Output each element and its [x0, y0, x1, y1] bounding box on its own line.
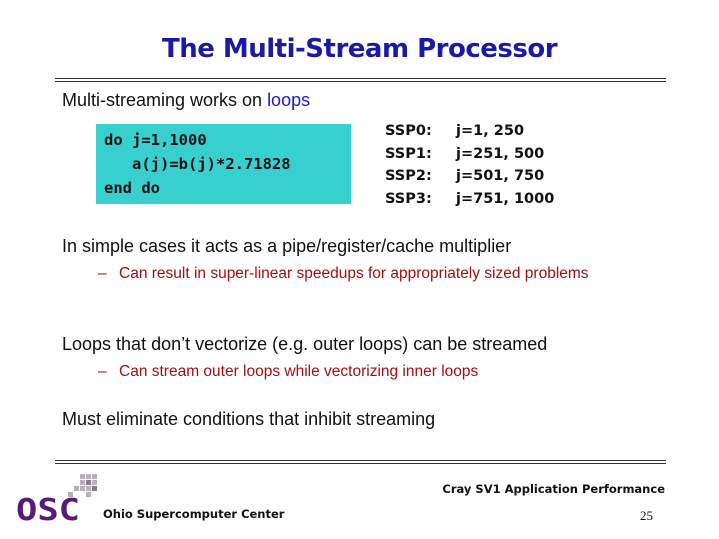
header-rule-1	[55, 78, 666, 79]
ssp-row: SSP1: j=251, 500	[385, 143, 554, 166]
slide-title: The Multi-Stream Processor	[161, 34, 558, 64]
osc-logo-text: OSC	[16, 493, 80, 526]
ssp-table: SSP0: j=1, 250 SSP1: j=251, 500 SSP2: j=501…	[385, 120, 554, 210]
bullet-highlight-loops: loops	[267, 90, 311, 110]
page-number: 25	[640, 508, 653, 523]
organization-name: Ohio Supercomputer Center	[103, 507, 285, 521]
subbullet-text: Can result in super-linear speedups for …	[119, 265, 589, 282]
footer-rule-2	[55, 463, 666, 464]
ssp-label: SSP2:	[385, 168, 432, 184]
subbullet-superlinear: – Can result in super-linear speedups fo…	[98, 263, 599, 285]
subbullet-outer-inner: – Can stream outer loops while vectorizi…	[98, 361, 599, 383]
ssp-range: j=501, 750	[456, 168, 545, 184]
osc-logo: OSC	[14, 470, 104, 531]
bullet-outer-loops: Loops that don’t vectorize (e.g. outer l…	[62, 334, 548, 354]
code-line: end do	[104, 179, 160, 197]
dash-marker: –	[98, 363, 107, 380]
ssp-label: SSP1:	[385, 145, 432, 162]
presentation-title: Cray SV1 Application Performance	[442, 482, 665, 496]
code-line: do j=1,1000	[104, 131, 207, 149]
ssp-row: SSP0: j=1, 250	[385, 120, 554, 143]
bullet-text: Multi-streaming works on	[62, 90, 268, 110]
ssp-row: SSP2: j=501, 750	[385, 165, 554, 188]
subbullet-text: Can stream outer loops while vectorizing…	[119, 363, 479, 380]
code-line: a(j)=b(j)*2.71828	[104, 155, 291, 173]
bullet-multistreaming: Multi-streaming works on loops	[62, 90, 310, 111]
ssp-range: j=1, 250	[456, 123, 525, 139]
header-rule-2	[55, 81, 666, 82]
ssp-row: SSP3: j=751, 1000	[385, 188, 554, 211]
bullet-pipe-multiplier: In simple cases it acts as a pipe/regist…	[62, 236, 512, 256]
ssp-label: SSP0:	[385, 123, 432, 139]
ssp-range: j=751, 1000	[456, 190, 555, 207]
bullet-eliminate-conditions: Must eliminate conditions that inhibit s…	[62, 409, 436, 429]
code-block: do j=1,1000 a(j)=b(j)*2.71828 end do	[96, 124, 351, 204]
dash-marker: –	[98, 265, 107, 282]
ssp-label: SSP3:	[385, 190, 432, 207]
ssp-range: j=251, 500	[456, 145, 545, 162]
footer-rule-1	[55, 460, 666, 461]
